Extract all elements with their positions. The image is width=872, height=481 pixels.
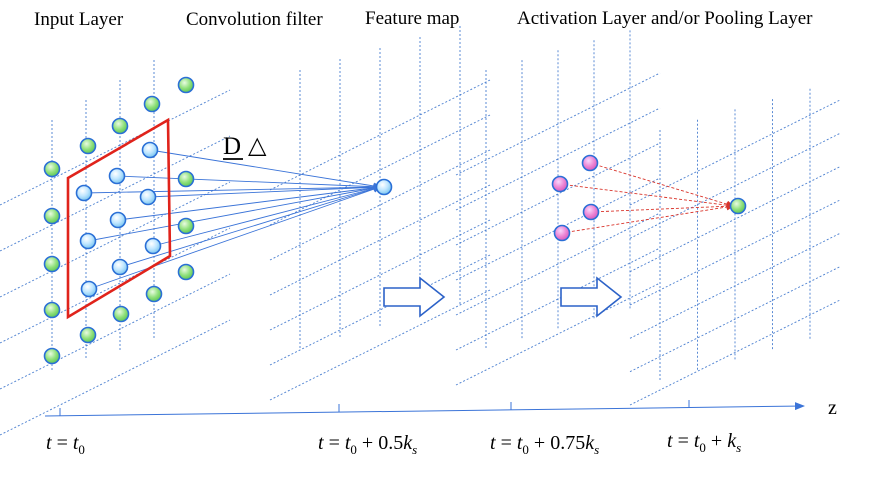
neurons	[43, 76, 747, 365]
time-label-t0: t = t0	[46, 432, 85, 457]
axis-label-z: z	[828, 397, 837, 419]
connection-line	[83, 183, 381, 194]
grid-line	[629, 232, 841, 339]
grid-line	[629, 266, 841, 373]
connection-line	[119, 185, 381, 268]
connection-line	[88, 185, 381, 290]
time-label-t-three-quarter: t = t0 + 0.75ks	[490, 432, 599, 457]
input-neuron	[43, 301, 61, 319]
grid-line	[0, 319, 231, 436]
input-neuron	[43, 207, 61, 225]
filter-neuron	[109, 211, 127, 229]
grid-line	[269, 219, 491, 331]
filter-neuron	[141, 141, 159, 159]
header-feature-map: Feature map	[365, 8, 459, 29]
grid-line	[269, 149, 491, 261]
input-neuron	[43, 347, 61, 365]
input-neuron	[177, 217, 195, 235]
connection-line	[147, 183, 381, 198]
filter-neuron	[144, 237, 162, 255]
time-label-t-half: t = t0 + 0.5ks	[318, 432, 417, 457]
grid-line	[0, 181, 231, 298]
input-neuron	[111, 117, 129, 135]
grid-line	[0, 273, 231, 390]
connection-line	[589, 162, 734, 208]
filter-neuron	[75, 184, 93, 202]
filter-neuron	[111, 258, 129, 276]
input-neuron	[43, 160, 61, 178]
header-activation-pooling: Activation Layer and/or Pooling Layer	[517, 8, 813, 29]
grid-line	[269, 254, 491, 366]
activation-neuron	[581, 154, 599, 172]
plane-grids	[0, 26, 841, 436]
input-neuron	[79, 137, 97, 155]
filter-neuron	[108, 167, 126, 185]
filter-neuron	[79, 232, 97, 250]
grid-line	[269, 184, 491, 296]
connection-line	[116, 175, 381, 191]
feature-neuron	[375, 178, 393, 196]
header-convolution-filter: Convolution filter	[186, 9, 323, 30]
filter-neuron	[139, 188, 157, 206]
input-neuron	[143, 95, 161, 113]
flow-arrow-2-icon	[560, 276, 623, 318]
grid-line	[629, 99, 841, 206]
connection-line	[559, 183, 734, 209]
input-neuron	[112, 305, 130, 323]
input-neuron	[177, 76, 195, 94]
connection-line	[561, 203, 734, 234]
triangle-icon: △	[248, 131, 267, 159]
connection-line	[152, 185, 381, 247]
activation-neuron	[553, 224, 571, 242]
activation-neuron	[582, 203, 600, 221]
axis-line	[44, 402, 805, 417]
input-neuron	[79, 326, 97, 344]
input-neuron	[145, 285, 163, 303]
grid-line	[629, 132, 841, 239]
operator-label: D △	[223, 131, 267, 160]
grid-line	[629, 199, 841, 306]
input-neuron	[43, 255, 61, 273]
activation-neuron	[551, 175, 569, 193]
grid-line	[0, 135, 231, 252]
operator-d: D	[223, 133, 241, 160]
input-neuron	[177, 263, 195, 281]
grid-line	[269, 289, 491, 401]
filter-neuron	[80, 280, 98, 298]
connection-line	[149, 149, 381, 190]
convolution-filter-frame	[66, 117, 172, 320]
time-label-t-full: t = t0 + ks	[667, 430, 741, 455]
grid-line	[269, 79, 491, 191]
connections	[83, 149, 734, 290]
connection-line	[87, 184, 381, 242]
connection-line	[117, 184, 381, 221]
pooled-neuron	[729, 197, 747, 215]
time-axis: z	[44, 397, 837, 419]
grid-line	[629, 166, 841, 273]
flow-arrow-1-icon	[383, 276, 446, 318]
grid-line	[0, 89, 231, 206]
grid-line	[629, 299, 841, 406]
grid-line	[0, 227, 231, 344]
input-neuron	[177, 170, 195, 188]
grid-line	[269, 114, 491, 226]
connection-line	[590, 202, 734, 213]
header-input-layer: Input Layer	[34, 9, 124, 30]
